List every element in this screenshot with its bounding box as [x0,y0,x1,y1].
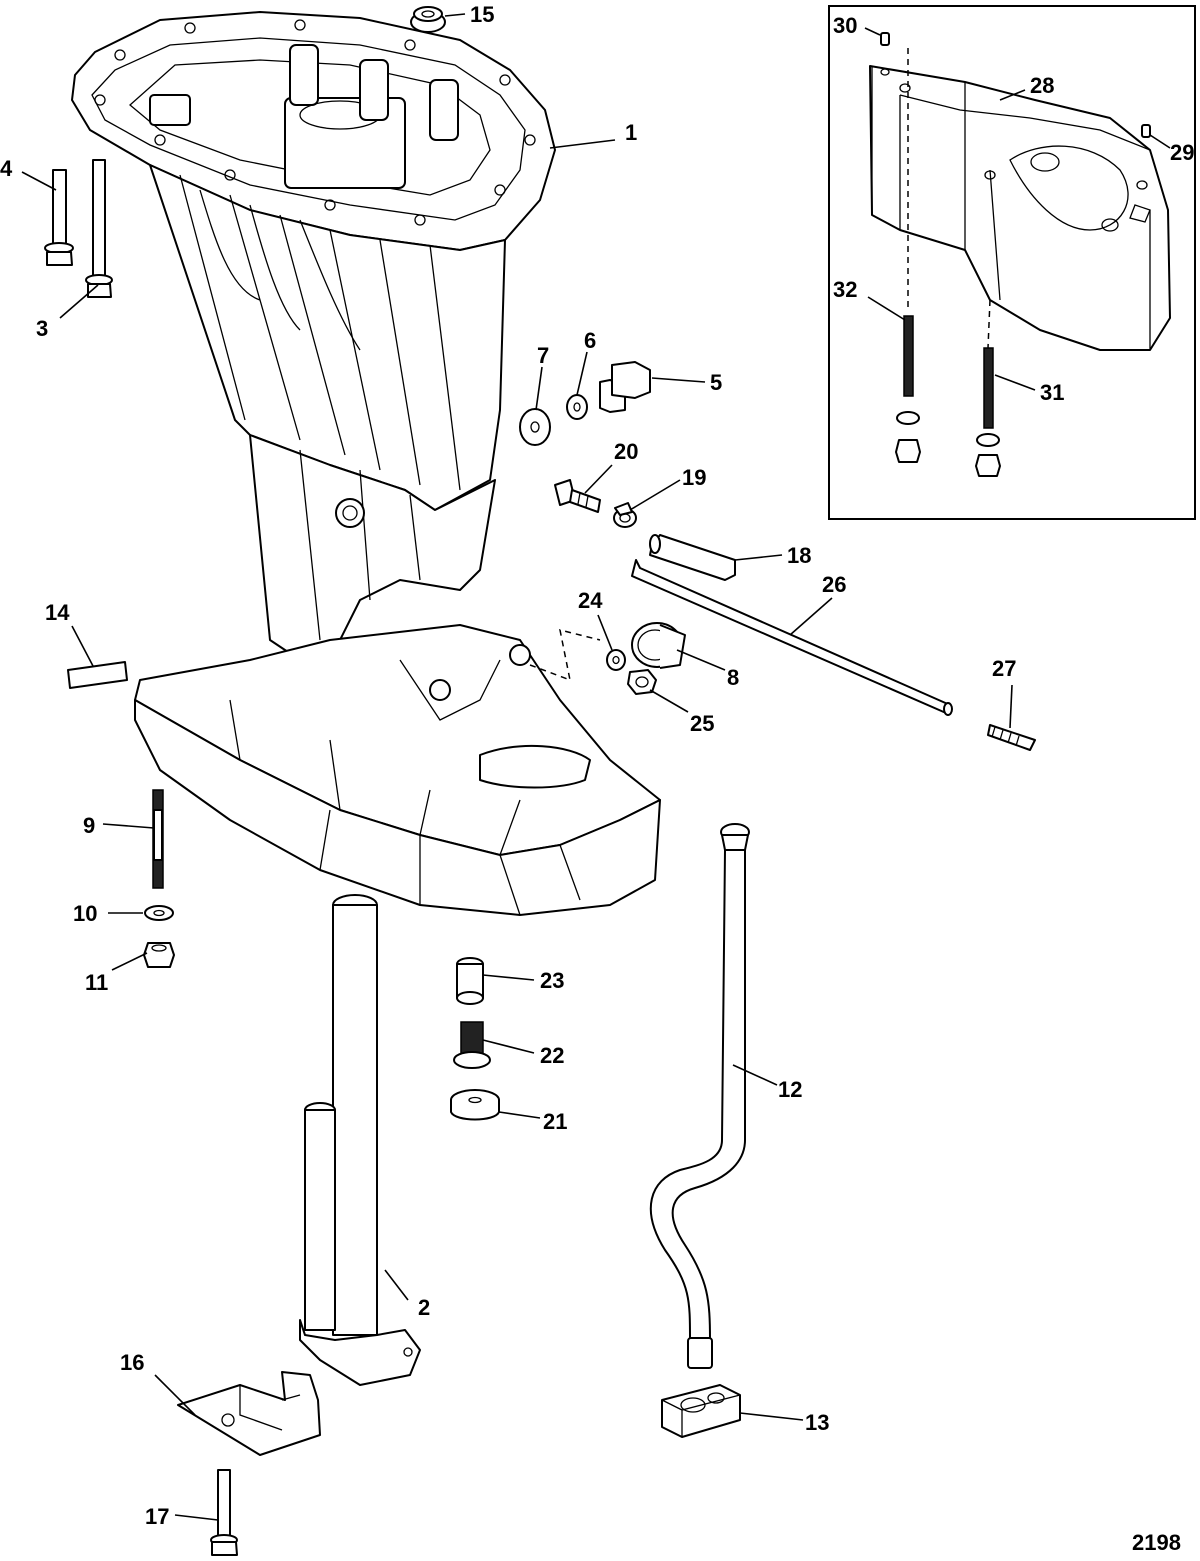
hose-fitting-part-20 [554,479,601,513]
stud-part-9 [152,789,164,889]
callout-17: 17 [145,1504,169,1529]
screw-part-27 [987,724,1036,751]
tube-part-2 [299,894,421,1386]
callout-11: 11 [85,970,108,995]
callout-27: 27 [992,656,1016,681]
dowel-pin-part-30 [880,32,890,46]
plug-part-5 [599,361,651,413]
washer-part-7 [519,408,551,446]
callout-28: 28 [1030,73,1054,98]
sleeve-part-18 [649,534,736,581]
nut-part-11 [143,942,175,968]
callout-4: 4 [0,156,13,181]
bushing-part-23 [456,957,484,1005]
hose-clamp-part-19 [613,502,637,528]
leader-lines [21,13,1171,1521]
callout-24: 24 [578,588,603,613]
callout-7: 7 [537,343,549,368]
callout-1: 1 [625,120,637,145]
callout-14: 14 [45,600,70,625]
grommet-part-22 [453,1021,491,1069]
callout-29: 29 [1170,140,1194,165]
bolt-part-4 [44,169,74,266]
callout-5: 5 [710,370,722,395]
retainer-part-13 [661,1384,741,1438]
callout-26: 26 [822,572,846,597]
spacer-part-21 [450,1089,500,1121]
washer-part-24 [606,649,626,671]
callout-31: 31 [1040,380,1064,405]
callout-6: 6 [584,328,596,353]
callout-2: 2 [418,1295,430,1320]
callout-18: 18 [787,543,811,568]
stud-part-32 [903,315,914,397]
callout-12: 12 [778,1077,802,1102]
stud-part-31 [983,347,994,429]
callout-32: 32 [833,277,857,302]
seal-part-8 [631,622,686,669]
driveshaft-housing-part-1 [71,11,661,916]
callout-20: 20 [614,439,638,464]
grommet-part-15 [410,6,446,33]
bracket-part-16 [177,1371,321,1456]
pad-part-14 [67,661,128,689]
callout-13: 13 [805,1410,829,1435]
washer-part-6 [566,394,588,420]
dowel-pin-part-29 [1141,124,1151,138]
callout-25: 25 [690,711,714,736]
bolt-part-3 [85,159,113,298]
callout-16: 16 [120,1350,144,1375]
inset-detail [828,5,1196,520]
washer-part-10 [144,905,174,921]
callout-15: 15 [470,2,494,27]
callout-9: 9 [83,813,95,838]
bolt-part-17 [210,1469,238,1556]
callout-10: 10 [73,901,97,926]
callout-8: 8 [727,665,739,690]
callout-3: 3 [36,316,48,341]
callout-19: 19 [682,465,706,490]
figure-number: 2198 [1132,1530,1181,1555]
callout-30: 30 [833,13,857,38]
tube-part-12 [649,823,750,1369]
rod-part-26 [631,559,953,716]
callout-22: 22 [540,1043,564,1068]
callout-21: 21 [543,1109,567,1134]
callout-23: 23 [540,968,564,993]
spacer-plate-part-28 [869,65,1171,351]
